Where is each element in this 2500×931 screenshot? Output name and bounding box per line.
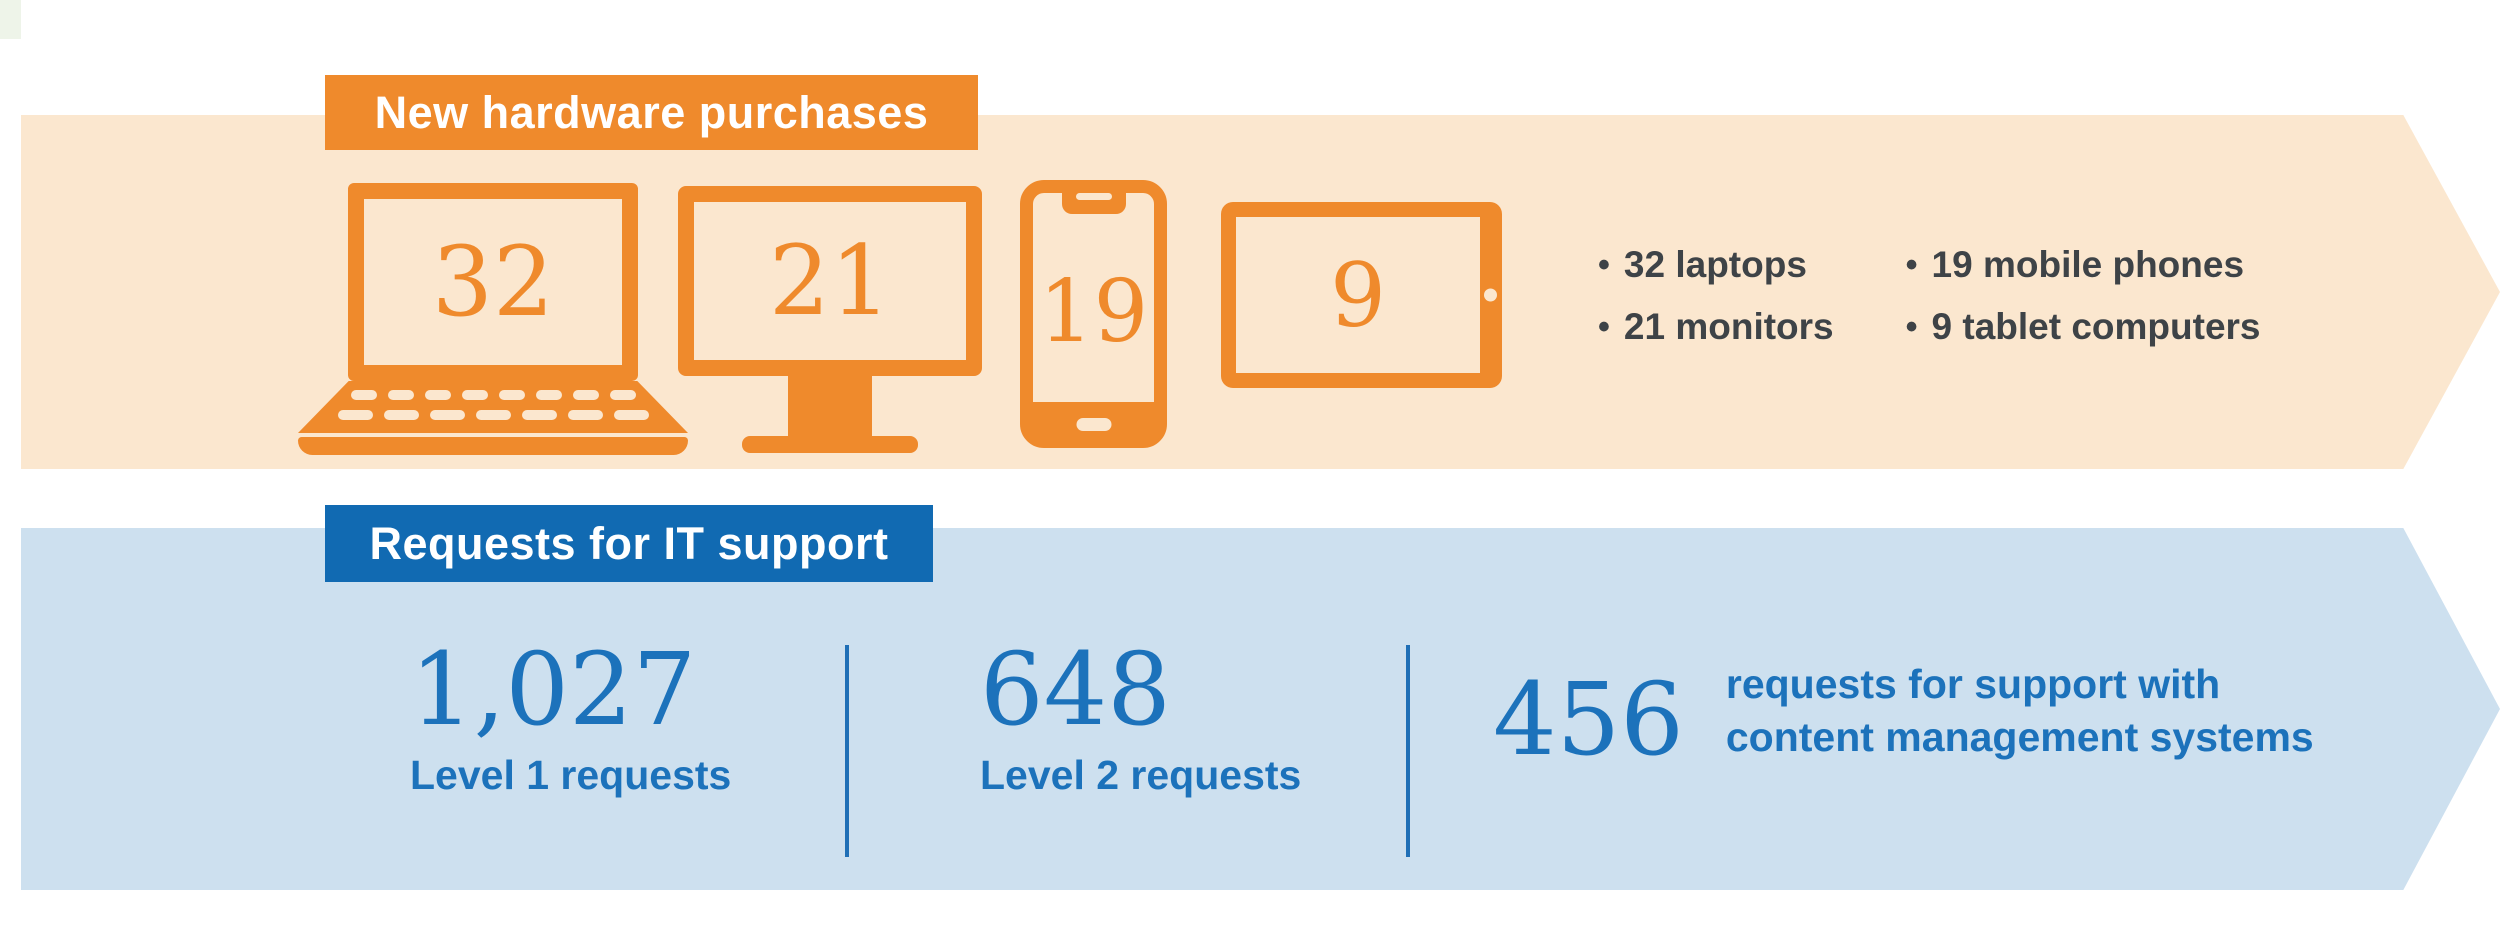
bullet-column: • 32 laptops • 21 monitors (1598, 246, 1834, 370)
bullet-icon: • (1598, 246, 1610, 284)
bullet-text: 21 monitors (1623, 306, 1834, 347)
bullet-icon: • (1598, 308, 1610, 346)
phone-speaker (1075, 193, 1112, 200)
laptop-key-row (298, 390, 688, 400)
key (572, 390, 599, 400)
phone-home-button (1076, 418, 1111, 431)
bullet-icon: • (1905, 308, 1918, 346)
stat-label: requests for support with content manage… (1726, 640, 2314, 764)
stat-label: Level 1 requests (410, 752, 732, 798)
phone-count: 19 (1038, 262, 1149, 362)
support-section-label: Requests for IT support (325, 505, 933, 582)
key (424, 390, 451, 400)
stat-cms: 456 requests for support with content ma… (1493, 640, 2314, 770)
key (567, 410, 603, 420)
key (535, 390, 562, 400)
list-item: • 9 tablet computers (1905, 306, 2261, 347)
stat-divider (845, 645, 849, 857)
key (609, 390, 636, 400)
stat-label-line: requests for support with (1725, 661, 2221, 707)
monitor-screen: 21 (678, 186, 982, 376)
bullet-text: 32 laptops (1623, 244, 1807, 285)
list-item: • 21 monitors (1598, 306, 1834, 347)
key (387, 390, 414, 400)
hardware-section-label: New hardware purchases (325, 75, 978, 150)
key (337, 410, 373, 420)
key (383, 410, 419, 420)
laptop-count: 32 (431, 226, 555, 338)
monitor-count: 21 (768, 225, 892, 337)
stat-level1: 1,027 Level 1 requests (410, 640, 731, 799)
laptop-screen: 32 (348, 183, 638, 381)
list-item: • 32 laptops (1598, 244, 1834, 285)
stat-value: 1,027 (410, 631, 697, 748)
key (350, 390, 377, 400)
phone-frame (1020, 180, 1167, 448)
hardware-section-title: New hardware purchases (374, 86, 929, 138)
monitor-foot (742, 436, 918, 453)
tablet-count: 9 (1330, 243, 1386, 347)
stat-label-line: content management systems (1725, 714, 2314, 760)
key (498, 390, 525, 400)
list-item: • 19 mobile phones (1905, 244, 2261, 285)
key (461, 390, 488, 400)
laptop-icon: 32 (298, 183, 688, 455)
stat-level2: 648 Level 2 requests (980, 640, 1301, 799)
support-band-arrow (21, 528, 2500, 890)
stat-divider (1406, 645, 1410, 857)
stat-value: 456 (1493, 661, 1684, 778)
laptop-base (298, 437, 688, 455)
monitor-stand (788, 376, 872, 436)
tablet-camera-dot (1484, 288, 1497, 302)
tablet-icon: 9 (1221, 202, 1502, 388)
stat-label: Level 2 requests (980, 752, 1302, 798)
support-section-title: Requests for IT support (369, 517, 889, 569)
bullet-text: 9 tablet computers (1931, 306, 2261, 347)
key (429, 410, 465, 420)
key (613, 410, 649, 420)
laptop-keyboard (298, 381, 688, 433)
bullet-column: • 19 mobile phones • 9 tablet computers (1906, 246, 2261, 370)
monitor-icon: 21 (678, 186, 982, 453)
key (475, 410, 511, 420)
stat-value: 648 (980, 631, 1171, 748)
laptop-key-row (298, 410, 688, 420)
corner-accent (0, 0, 21, 39)
bullet-text: 19 mobile phones (1931, 244, 2245, 285)
hardware-bullet-list: • 32 laptops • 21 monitors • 19 mobile p… (1598, 246, 2261, 370)
key (521, 410, 557, 420)
tablet-frame: 9 (1221, 202, 1502, 388)
bullet-icon: • (1905, 246, 1918, 284)
mobile-phone-icon: 19 (1020, 180, 1167, 448)
